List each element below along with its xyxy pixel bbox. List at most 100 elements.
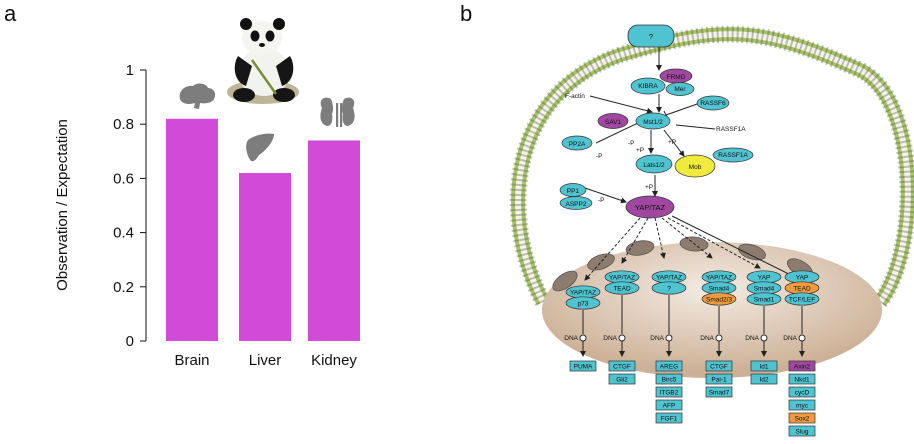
target-gene-label: Pai-1	[711, 377, 727, 384]
bar-kidney	[308, 140, 360, 341]
node-mer-label: Mer	[674, 86, 686, 93]
target-gene-label: AFP	[663, 403, 676, 410]
complex-node-label: Smad4	[754, 285, 775, 292]
target-gene-label: FGF1	[661, 416, 678, 423]
y-tick-label: 0.4	[113, 225, 134, 242]
complex-node-label: ?	[667, 285, 671, 292]
node-pp2a: PP2A	[561, 135, 593, 151]
target-gene-label: ITGB2	[660, 390, 679, 397]
target-gene	[655, 399, 683, 411]
target-gene-label: Birc5	[662, 377, 677, 384]
target-gene	[750, 360, 778, 372]
complex-node	[604, 281, 640, 295]
mod-minus-p-1: -P	[628, 140, 635, 147]
complex-node-label: YAP	[796, 274, 809, 281]
y-tick-label: 0.8	[113, 116, 134, 133]
node-frmd: FRMD	[659, 68, 693, 84]
node-mst: Mst1/2	[635, 112, 671, 130]
dna-site	[760, 334, 768, 342]
brain-icon	[179, 83, 216, 109]
node-aspp2: ASPP2	[559, 196, 593, 210]
target-gene-label: Smad7	[709, 390, 730, 397]
target-gene-label: myc	[796, 403, 809, 410]
complex-node-label: TEAD	[613, 285, 631, 292]
node-lats: Lats1/2	[635, 154, 673, 174]
kidney-icon	[320, 97, 355, 127]
node-sav1-label: SAV1	[605, 119, 622, 126]
node-frmd-label: FRMD	[667, 74, 686, 81]
node-lats-label: Lats1/2	[643, 162, 665, 169]
y-tick-label: 0	[126, 333, 134, 350]
panel-label-a: a	[4, 1, 17, 26]
node-top	[627, 24, 675, 48]
node-rassf1a-label: RASSF1A	[718, 152, 748, 159]
target-gene-label: Axin2	[794, 364, 811, 371]
pathway-modifiers: -P +P +P -P +P -P	[596, 139, 676, 204]
node-kibra: KIBRA	[630, 77, 666, 95]
y-axis: 0 0.2 0.4 0.6 0.8 1	[113, 62, 146, 350]
target-gene-label: Gli2	[616, 377, 628, 384]
dna-label: DNA	[745, 335, 759, 342]
dna-site	[798, 334, 806, 342]
mod-plus-p-1: +P	[636, 147, 644, 154]
target-gene	[750, 373, 778, 385]
mod-plus-p-2: +P	[668, 139, 676, 146]
panel-label-b: b	[460, 1, 472, 26]
target-gene	[788, 425, 816, 437]
node-pp1: PP1	[559, 183, 587, 197]
complex-node-label: Smad1	[754, 296, 775, 303]
node-pp1-label: PP1	[567, 188, 580, 195]
complex-node	[651, 281, 687, 295]
target-gene	[788, 386, 816, 398]
target-gene-label: Id1	[759, 364, 768, 371]
target-gene	[655, 386, 683, 398]
complex-node-label: YAP/TAZ	[609, 274, 635, 281]
complex-node-label: YAP/TAZ	[656, 274, 682, 281]
target-gene	[608, 373, 636, 385]
target-gene	[655, 412, 683, 424]
y-tick-label: 0.2	[113, 279, 134, 296]
mod-plus-p-3: +P	[645, 184, 653, 191]
y-tick-label: 1	[126, 62, 134, 79]
target-gene-label: PUMA	[574, 364, 593, 371]
mod-minus-p-3: -P	[598, 197, 605, 204]
node-rassf1a: RASSF1A	[712, 147, 754, 163]
target-gene-label: Sox2	[795, 416, 810, 423]
complex-node-label: p73	[578, 300, 589, 307]
target-gene	[655, 373, 683, 385]
target-gene-label: CTGF	[613, 364, 631, 371]
y-axis-label: Observation / Expectation	[54, 119, 71, 291]
y-tick-label: 0.6	[113, 170, 134, 187]
node-mob-label: Mob	[689, 164, 702, 171]
node-mob: Mob	[674, 154, 716, 178]
complex-node-label: TCF/LEF	[789, 296, 815, 303]
node-rassf6: RASSF6	[696, 95, 730, 111]
target-gene-label: cycD	[795, 390, 810, 397]
target-gene	[705, 386, 733, 398]
cell-membrane	[509, 25, 914, 308]
target-gene-label: AREG	[660, 364, 678, 371]
dna-site	[579, 334, 587, 342]
node-top-label: ?	[649, 32, 653, 41]
dna-site	[715, 334, 723, 342]
node-kibra-label: KIBRA	[638, 83, 658, 90]
dna-label: DNA	[564, 335, 578, 342]
complex-6: YAPTEADTCF/LEFDNAAxin2Nkd1cycDmycSox2Slu…	[783, 270, 820, 437]
target-gene	[788, 412, 816, 424]
complex-node-label: Smad4	[709, 285, 730, 292]
node-sav1: SAV1	[597, 113, 629, 129]
label-factin: F-actin	[565, 93, 585, 100]
dna-label: DNA	[700, 335, 714, 342]
complex-node	[565, 296, 601, 310]
dna-site	[665, 334, 673, 342]
node-mst-label: Mst1/2	[643, 119, 663, 126]
target-gene-label: Id2	[759, 377, 768, 384]
target-gene	[788, 360, 816, 372]
dna-label: DNA	[783, 335, 797, 342]
